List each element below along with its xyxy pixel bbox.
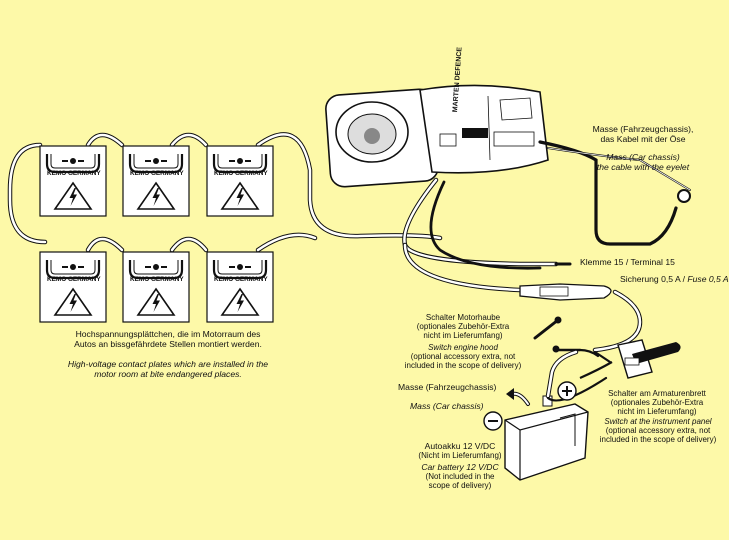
panel-switch-icon xyxy=(617,339,681,379)
hood-switch-label-en: Switch engine hood (optional accessory e… xyxy=(404,343,522,370)
terminal-15-label: Klemme 15 / Terminal 15 xyxy=(580,257,675,267)
fuse-label: Sicherung 0,5 A / Fuse 0,5 A xyxy=(620,274,729,284)
panel-switch-label-de: Schalter am Armaturenbrett (optionales Z… xyxy=(608,389,706,416)
plate-brand-label: KEMO GERMANY xyxy=(214,170,268,177)
plate-row-bottom xyxy=(38,250,275,324)
mass-eyelet-label-de: Masse (Fahrzeugchassis), das Kabel mit d… xyxy=(592,124,694,144)
plus-terminal-icon xyxy=(557,381,577,401)
hood-switch-label-de: Schalter Motorhaube (optionales Zubehör-… xyxy=(416,313,510,340)
plates-description-en: High-voltage contact plates which are in… xyxy=(67,359,269,379)
plate-brand-label: KEMO GERMANY xyxy=(47,170,101,177)
battery-label-en: Car battery 12 V/DC (Not included in the… xyxy=(421,462,499,490)
battery-label-de: Autoakku 12 V/DC (Nicht im Lieferumfang) xyxy=(418,441,502,460)
plate-row-top xyxy=(38,144,275,218)
mass-chassis-label-de: Masse (Fahrzeugchassis) xyxy=(398,382,497,392)
fuse-icon xyxy=(519,283,612,301)
plate-brand-label: KEMO GERMANY xyxy=(130,170,184,177)
plate-brand-label: KEMO GERMANY xyxy=(47,276,101,283)
eyelet-icon xyxy=(677,189,691,203)
hood-switch-icon xyxy=(533,316,612,364)
marten-defence-device xyxy=(325,84,549,188)
minus-terminal-icon xyxy=(483,411,503,431)
car-battery-icon xyxy=(504,395,589,481)
mass-eyelet-label-en: Mass (Car chassis) the cable with the ey… xyxy=(596,152,690,172)
panel-switch-label-en: Switch at the instrument panel (optional… xyxy=(599,417,717,444)
plates-description-de: Hochspannungsplättchen, die im Motorraum… xyxy=(74,329,262,349)
plate-brand-label: KEMO GERMANY xyxy=(214,276,268,283)
plate-brand-label: KEMO GERMANY xyxy=(130,276,184,283)
mass-chassis-label-en: Mass (Car chassis) xyxy=(410,401,484,411)
